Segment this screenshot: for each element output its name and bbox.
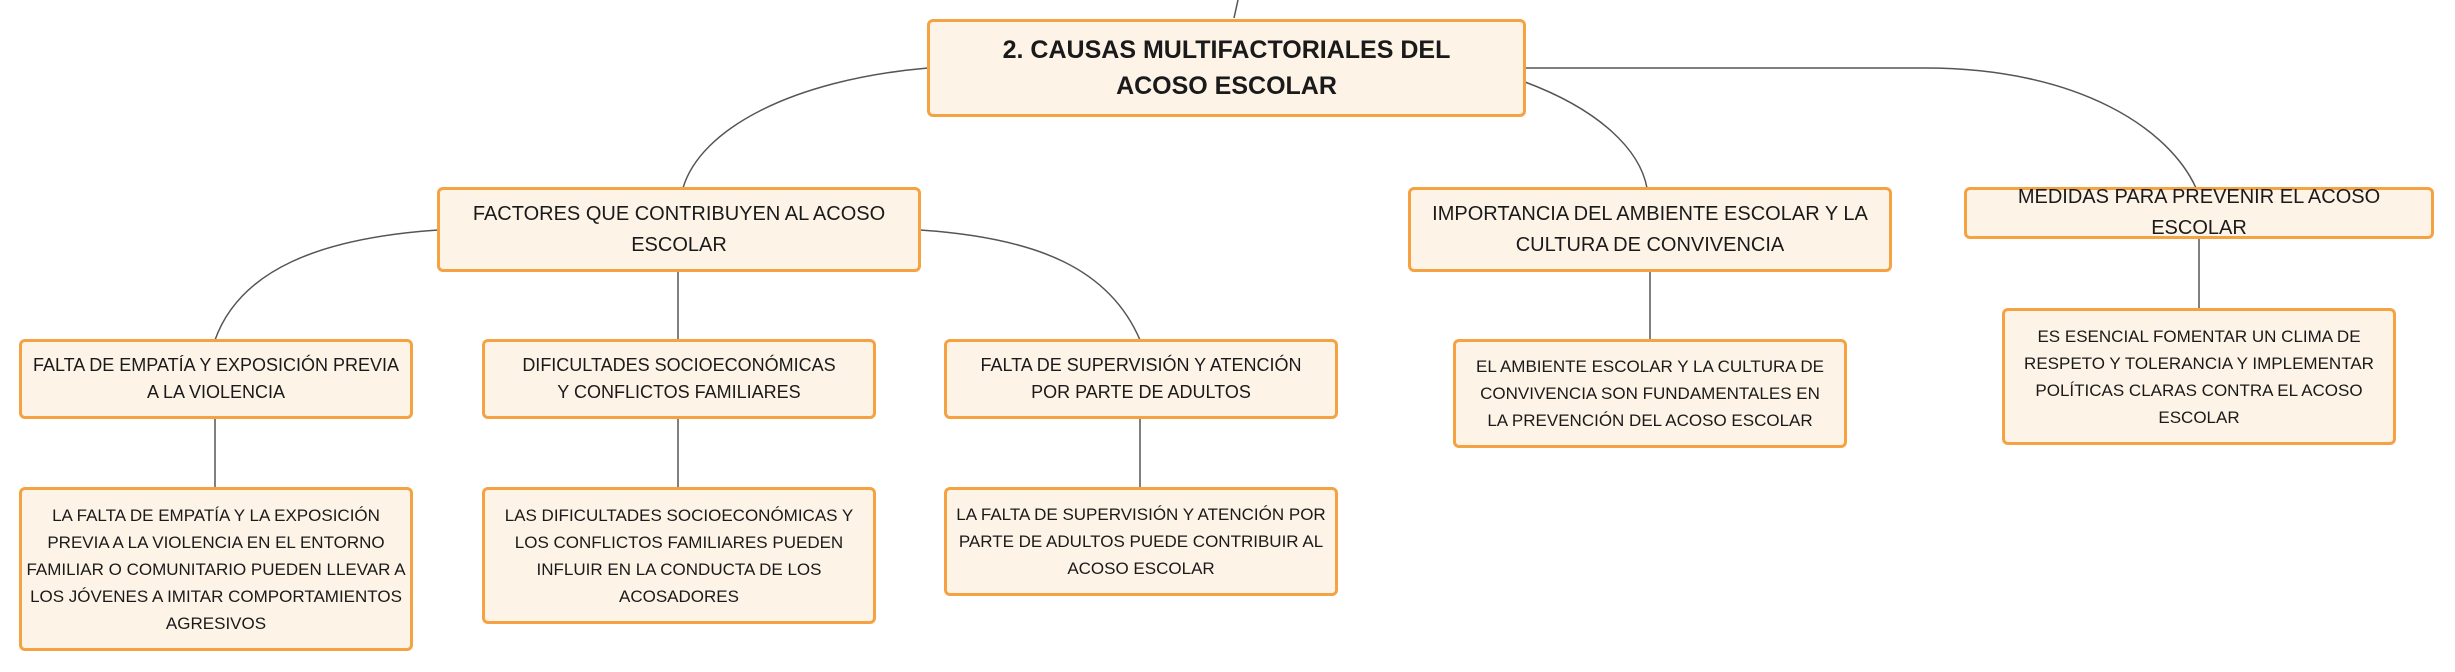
connector-parent-root [1233,0,1239,19]
subtopic-socioeconomicas-label: DIFICULTADES SOCIOECONÓMICAS Y CONFLICTO… [522,355,836,402]
topic-ambiente-label: IMPORTANCIA DEL AMBIENTE ESCOLAR Y LA CU… [1432,202,1868,256]
detail-ambiente-node[interactable]: EL AMBIENTE ESCOLAR Y LA CULTURA DE CONV… [1453,339,1847,448]
topic-factores-label: FACTORES QUE CONTRIBUYEN AL ACOSO ESCOLA… [472,202,886,256]
topic-factores-node[interactable]: FACTORES QUE CONTRIBUYEN AL ACOSO ESCOLA… [437,187,921,272]
subtopic-empatia-label: FALTA DE EMPATÍA Y EXPOSICIÓN PREVIA A L… [32,355,400,402]
subtopic-empatia-node[interactable]: FALTA DE EMPATÍA Y EXPOSICIÓN PREVIA A L… [19,339,413,419]
subtopic-supervision-label: FALTA DE SUPERVISIÓN Y ATENCIÓN POR PART… [980,355,1302,402]
connector-topic1-sub3 [919,229,1141,341]
detail-empatia-text: LA FALTA DE EMPATÍA Y LA EXPOSICIÓN PREV… [26,505,406,633]
connector-topic1-sub1 [214,229,439,341]
detail-socioeconomicas-node[interactable]: LAS DIFICULTADES SOCIOECONÓMICAS Y LOS C… [482,487,876,624]
detail-empatia-node[interactable]: LA FALTA DE EMPATÍA Y LA EXPOSICIÓN PREV… [19,487,413,651]
subtopic-socioeconomicas-node[interactable]: DIFICULTADES SOCIOECONÓMICAS Y CONFLICTO… [482,339,876,419]
detail-medidas-text: ES ESENCIAL FOMENTAR UN CLIMA DE RESPETO… [2024,326,2374,427]
subtopic-supervision-node[interactable]: FALTA DE SUPERVISIÓN Y ATENCIÓN POR PART… [944,339,1338,419]
detail-supervision-node[interactable]: LA FALTA DE SUPERVISIÓN Y ATENCIÓN POR P… [944,487,1338,596]
topic-medidas-label: MEDIDAS PARA PREVENIR EL ACOSO ESCOLAR [2017,186,2381,239]
detail-medidas-node[interactable]: ES ESENCIAL FOMENTAR UN CLIMA DE RESPETO… [2002,308,2396,445]
detail-ambiente-text: EL AMBIENTE ESCOLAR Y LA CULTURA DE CONV… [1476,357,1824,430]
detail-socioeconomicas-text: LAS DIFICULTADES SOCIOECONÓMICAS Y LOS C… [504,505,854,606]
connector-root-topic3 [1525,67,2197,189]
connector-root-topic2 [1524,81,1648,189]
root-label: 2. CAUSAS MULTIFACTORIALES DEL ACOSO ESC… [1002,36,1451,100]
root-node[interactable]: 2. CAUSAS MULTIFACTORIALES DEL ACOSO ESC… [927,19,1526,117]
detail-supervision-text: LA FALTA DE SUPERVISIÓN Y ATENCIÓN POR P… [956,505,1326,578]
connector-root-topic1 [682,67,929,189]
topic-medidas-node[interactable]: MEDIDAS PARA PREVENIR EL ACOSO ESCOLAR [1964,186,2434,239]
topic-ambiente-node[interactable]: IMPORTANCIA DEL AMBIENTE ESCOLAR Y LA CU… [1408,187,1892,272]
